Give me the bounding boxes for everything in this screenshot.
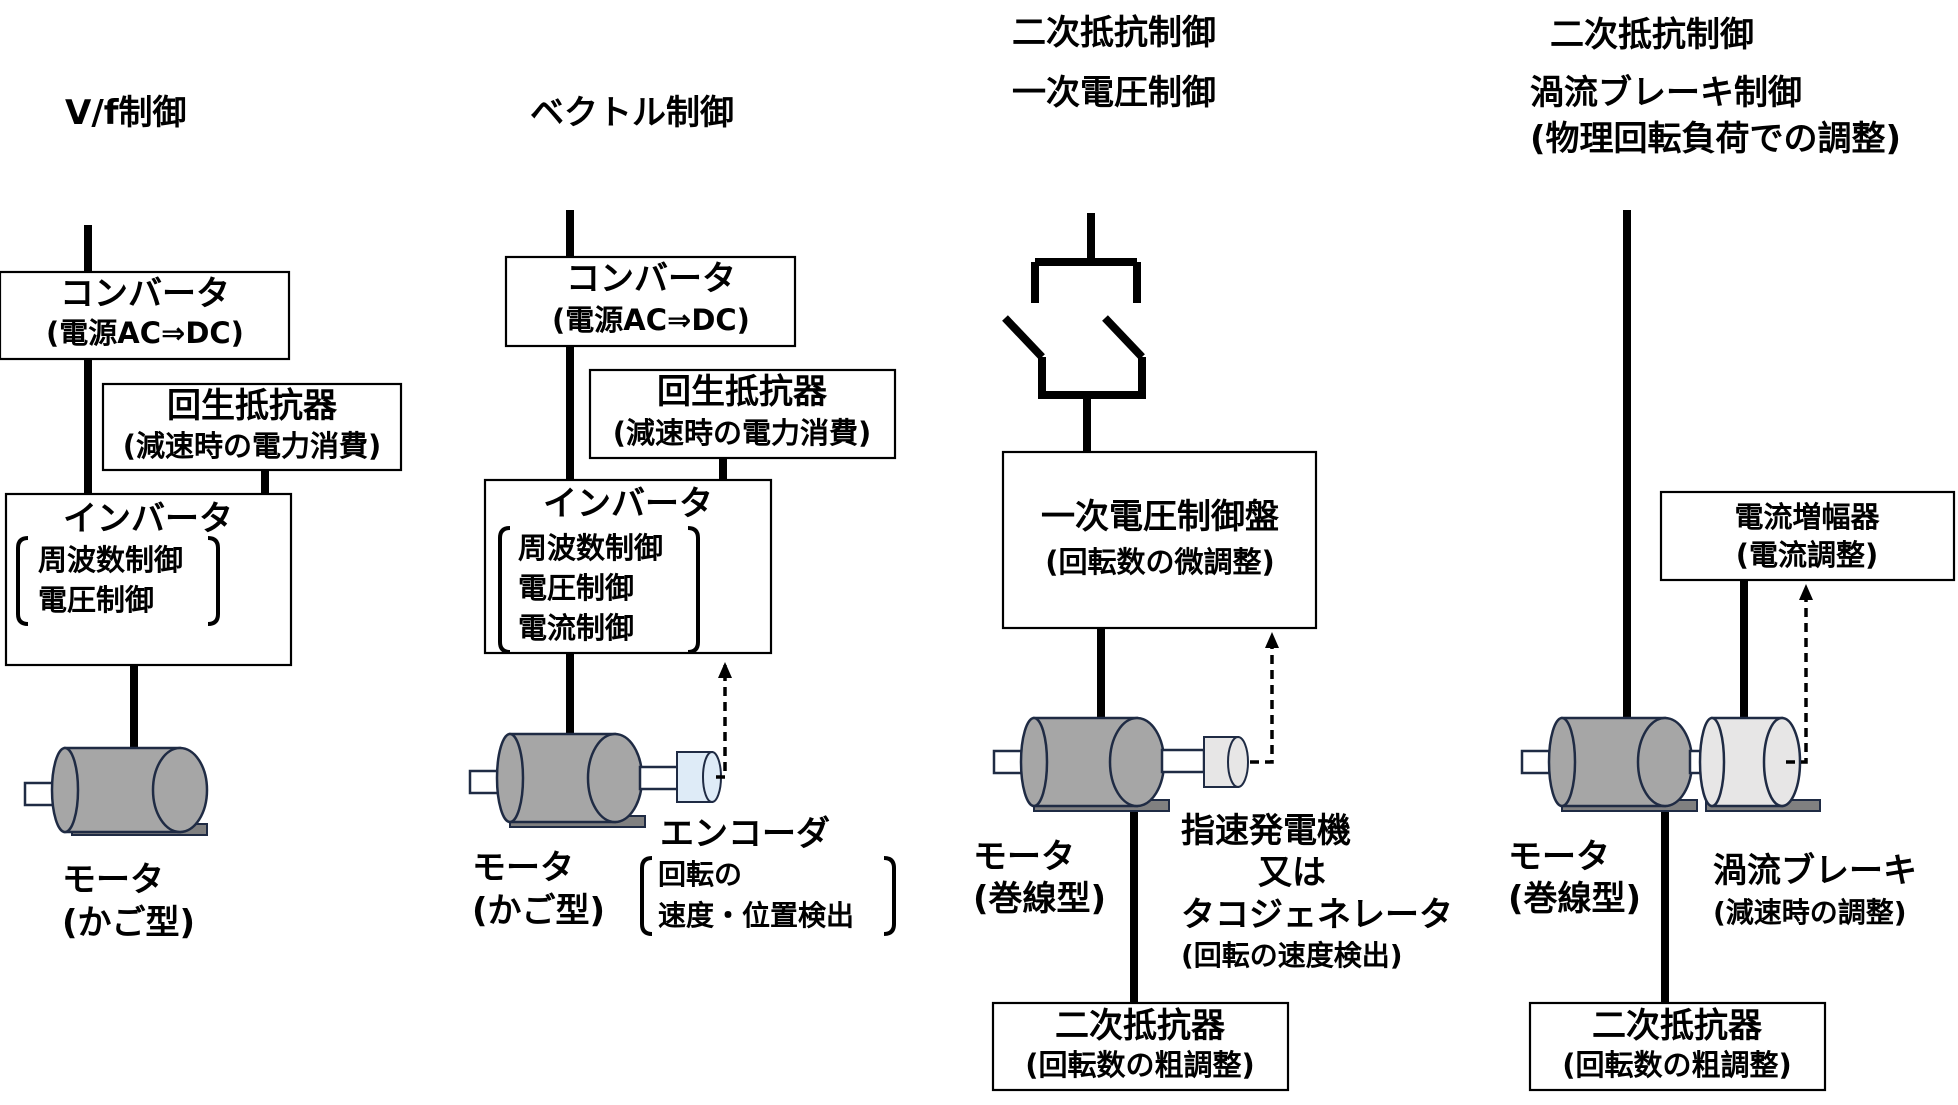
title-secondary-resistance-4: 二次抵抗制御 [1550, 15, 1754, 55]
panel-label: 一次電圧制御盤 [1041, 497, 1279, 537]
brace-left-2 [498, 526, 511, 654]
brake-detail: (減速時の調整) [1713, 896, 1907, 929]
panel-detail: (回転数の微調整) [1045, 545, 1275, 579]
resistor-label-3: 二次抵抗器 [1055, 1006, 1226, 1046]
tacho-detail: (回転の速度検出) [1181, 939, 1403, 972]
converter-detail-1: (電源AC⇒DC) [46, 316, 244, 350]
tacho-feedback-arrow [1265, 632, 1279, 648]
tacho-generator-device [1203, 736, 1249, 788]
regen-resistor-box-1 [101, 382, 403, 472]
inverter-item-volt-2: 電圧制御 [518, 571, 634, 605]
amp-label: 電流増幅器 [1734, 500, 1880, 534]
brace-left-1 [16, 536, 29, 626]
brake-label: 渦流ブレーキ [1713, 851, 1917, 891]
title-vf: V/f制御 [65, 93, 187, 133]
regen-detail-1: (減速時の電力消費) [123, 429, 382, 463]
switch-symbol [1002, 213, 1146, 452]
brace-right-2 [687, 526, 700, 654]
brace-left-encoder [640, 856, 653, 936]
regen-resistor-box-2 [588, 368, 897, 460]
motor-1 [23, 746, 209, 836]
encoder-label: エンコーダ [660, 814, 830, 854]
resistor-label-4: 二次抵抗器 [1592, 1006, 1763, 1046]
regen-label-1: 回生抵抗器 [167, 386, 338, 426]
inverter-item-freq-2: 周波数制御 [518, 531, 663, 565]
motor-type-2: (かご型) [472, 891, 605, 931]
brace-right-1 [207, 536, 220, 626]
primary-voltage-panel [1001, 450, 1318, 630]
inverter-box-2 [483, 478, 773, 655]
secondary-resistor-box-4 [1528, 1001, 1827, 1092]
title-primary-voltage-3: 一次電圧制御 [1012, 73, 1216, 113]
encoder-item-1: 回転の [658, 858, 742, 891]
eddy-brake-device [1698, 716, 1821, 812]
encoder-device [676, 751, 722, 803]
converter-detail-2: (電源AC⇒DC) [552, 303, 750, 337]
resistor-detail-4: (回転数の粗調整) [1562, 1048, 1792, 1082]
column-vector-control: ベクトル制御 コンバータ (電源AC⇒DC) 回生抵抗器 (減速時の電力消費) … [468, 93, 897, 936]
motor-label-3: モータ [973, 837, 1075, 877]
secondary-resistor-box-3 [991, 1001, 1290, 1092]
motor-type-1: (かご型) [62, 903, 195, 943]
converter-label-2: コンバータ [566, 259, 736, 299]
inverter-label-2: インバータ [543, 484, 713, 524]
title-eddy-brake-4: 渦流ブレーキ制御 [1530, 73, 1802, 113]
title-secondary-resistance-3: 二次抵抗制御 [1012, 13, 1216, 53]
resistor-detail-3: (回転数の粗調整) [1025, 1048, 1255, 1082]
converter-box-2 [504, 255, 797, 348]
tacho-label-1: 指速発電機 [1181, 811, 1351, 851]
motor-2 [468, 732, 682, 828]
motor-label-2: モータ [472, 848, 574, 888]
motor-type-3: (巻線型) [973, 879, 1106, 919]
column-eddy-brake-control: 二次抵抗制御 渦流ブレーキ制御 (物理回転負荷での調整) 電流増幅器 (電流調整… [1508, 15, 1956, 1092]
tacho-label-3: タコジェネレータ [1181, 895, 1453, 935]
encoder-feedback-arrow [718, 662, 732, 678]
inverter-label-1: インバータ [63, 499, 233, 539]
regen-detail-2: (減速時の電力消費) [613, 416, 872, 450]
column-primary-voltage-control: 二次抵抗制御 一次電圧制御 一次電圧制御盤 (回転数の微調整) [973, 13, 1453, 1092]
tacho-feedback-line [1250, 640, 1274, 764]
column-vf-control: V/f制御 コンバータ (電源AC⇒DC) 回生抵抗器 (減速時の電力消費) イ… [0, 93, 403, 943]
motor-3 [992, 716, 1206, 812]
brake-feedback-arrow [1799, 584, 1813, 600]
encoder-item-2: 速度・位置検出 [658, 899, 854, 932]
motor-label-4: モータ [1508, 837, 1610, 877]
inverter-item-volt-1: 電圧制御 [38, 583, 154, 617]
brace-right-encoder [883, 856, 896, 936]
inverter-box-1 [4, 492, 293, 667]
inverter-item-freq-1: 周波数制御 [38, 543, 183, 577]
converter-label-1: コンバータ [60, 274, 230, 314]
motor-4 [1520, 716, 1714, 812]
converter-box-1 [0, 270, 291, 361]
brake-feedback-line [1786, 592, 1808, 764]
motor-label-1: モータ [62, 860, 164, 900]
current-amplifier-box [1659, 490, 1956, 582]
motor-type-4: (巻線型) [1508, 879, 1641, 919]
regen-label-2: 回生抵抗器 [657, 372, 828, 412]
amp-detail: (電流調整) [1736, 538, 1879, 572]
encoder-feedback-line [716, 665, 727, 779]
title-vector: ベクトル制御 [530, 93, 734, 133]
inverter-item-curr-2: 電流制御 [518, 611, 634, 645]
tacho-label-2: 又は [1258, 853, 1326, 893]
title-physical-load-4: (物理回転負荷での調整) [1530, 119, 1901, 159]
